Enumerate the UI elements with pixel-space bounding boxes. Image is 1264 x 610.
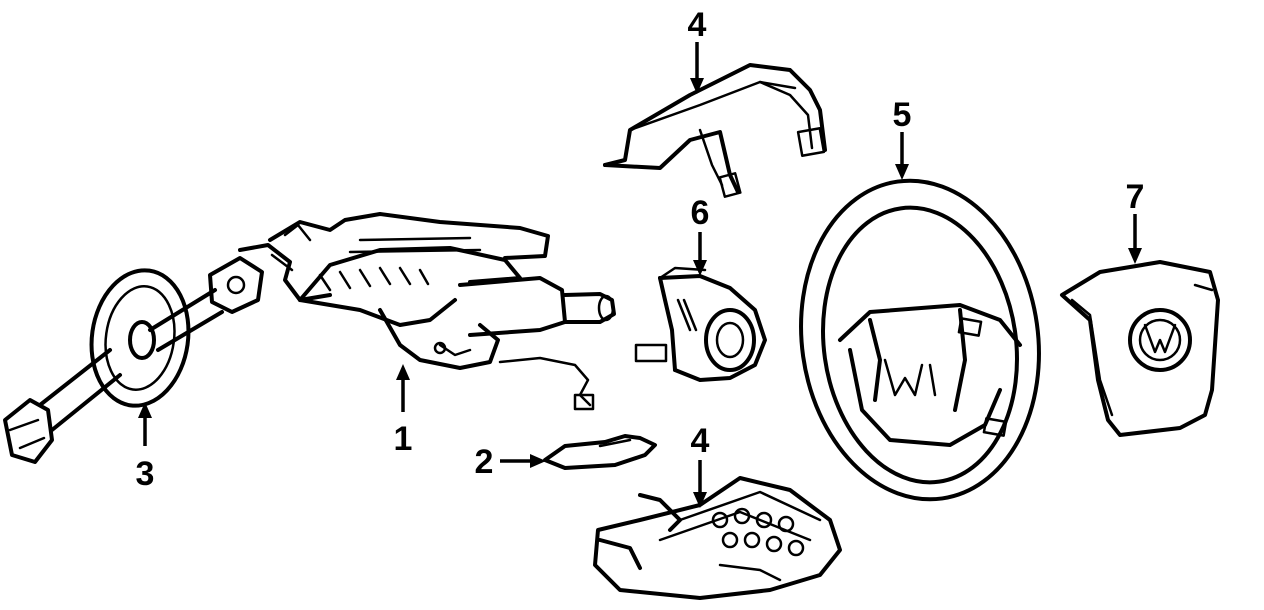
part-4-lower-shroud [593, 476, 842, 600]
callout-6: 6 [691, 194, 710, 232]
callout-4-lower: 4 [691, 422, 710, 460]
callout-5: 5 [893, 96, 912, 134]
callout-4-upper: 4 [688, 6, 707, 44]
part-2-trim-bezel [543, 434, 657, 470]
part-3-intermediate-shaft [3, 256, 264, 464]
part-7-airbag-module [1060, 260, 1220, 437]
callout-arrows [138, 42, 1142, 508]
callout-1: 1 [394, 420, 413, 458]
part-4-upper-shroud [603, 63, 827, 198]
callout-3: 3 [136, 455, 155, 493]
part-6-clock-spring [634, 266, 767, 382]
part-5-steering-wheel [799, 178, 1041, 502]
part-1-steering-column [238, 212, 616, 411]
callout-7: 7 [1126, 178, 1145, 216]
callout-2: 2 [475, 443, 494, 481]
